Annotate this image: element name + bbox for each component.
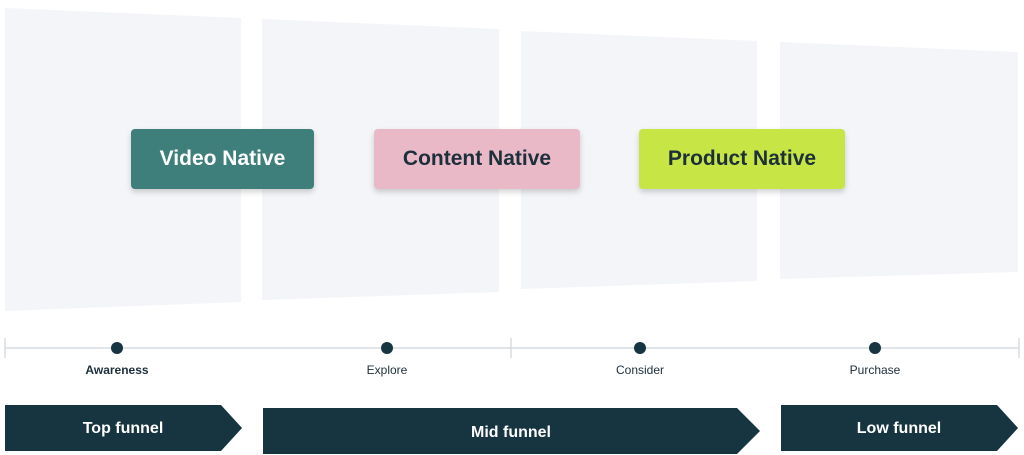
timeline-dot-consider (634, 342, 646, 354)
product-native-card: Product Native (639, 129, 845, 189)
content-native-card: Content Native (374, 129, 580, 189)
stage-label-purchase: Purchase (849, 363, 901, 377)
panel-awareness (5, 8, 241, 311)
mid-funnel-label: Mid funnel (471, 424, 551, 441)
panel-purchase (780, 42, 1018, 279)
stage-panels (5, 8, 1018, 311)
stage-timeline (4, 338, 1020, 358)
top-funnel-banner (5, 405, 242, 451)
stage-label-explore: Explore (366, 363, 408, 377)
content-native-label: Content Native (402, 147, 552, 170)
low-funnel-label: Low funnel (856, 420, 942, 437)
funnel-banners (5, 405, 1018, 454)
low-funnel-banner (781, 405, 1018, 451)
timeline-dot-awareness (111, 342, 123, 354)
video-native-label: Video Native (159, 147, 286, 170)
timeline-dot-explore (381, 342, 393, 354)
video-native-card: Video Native (131, 129, 314, 189)
stage-label-consider: Consider (615, 363, 665, 377)
mid-funnel-banner (263, 408, 760, 454)
top-funnel-label: Top funnel (82, 420, 164, 437)
product-native-label: Product Native (667, 147, 817, 170)
timeline-dot-purchase (869, 342, 881, 354)
stage-label-awareness: Awareness (85, 363, 149, 377)
